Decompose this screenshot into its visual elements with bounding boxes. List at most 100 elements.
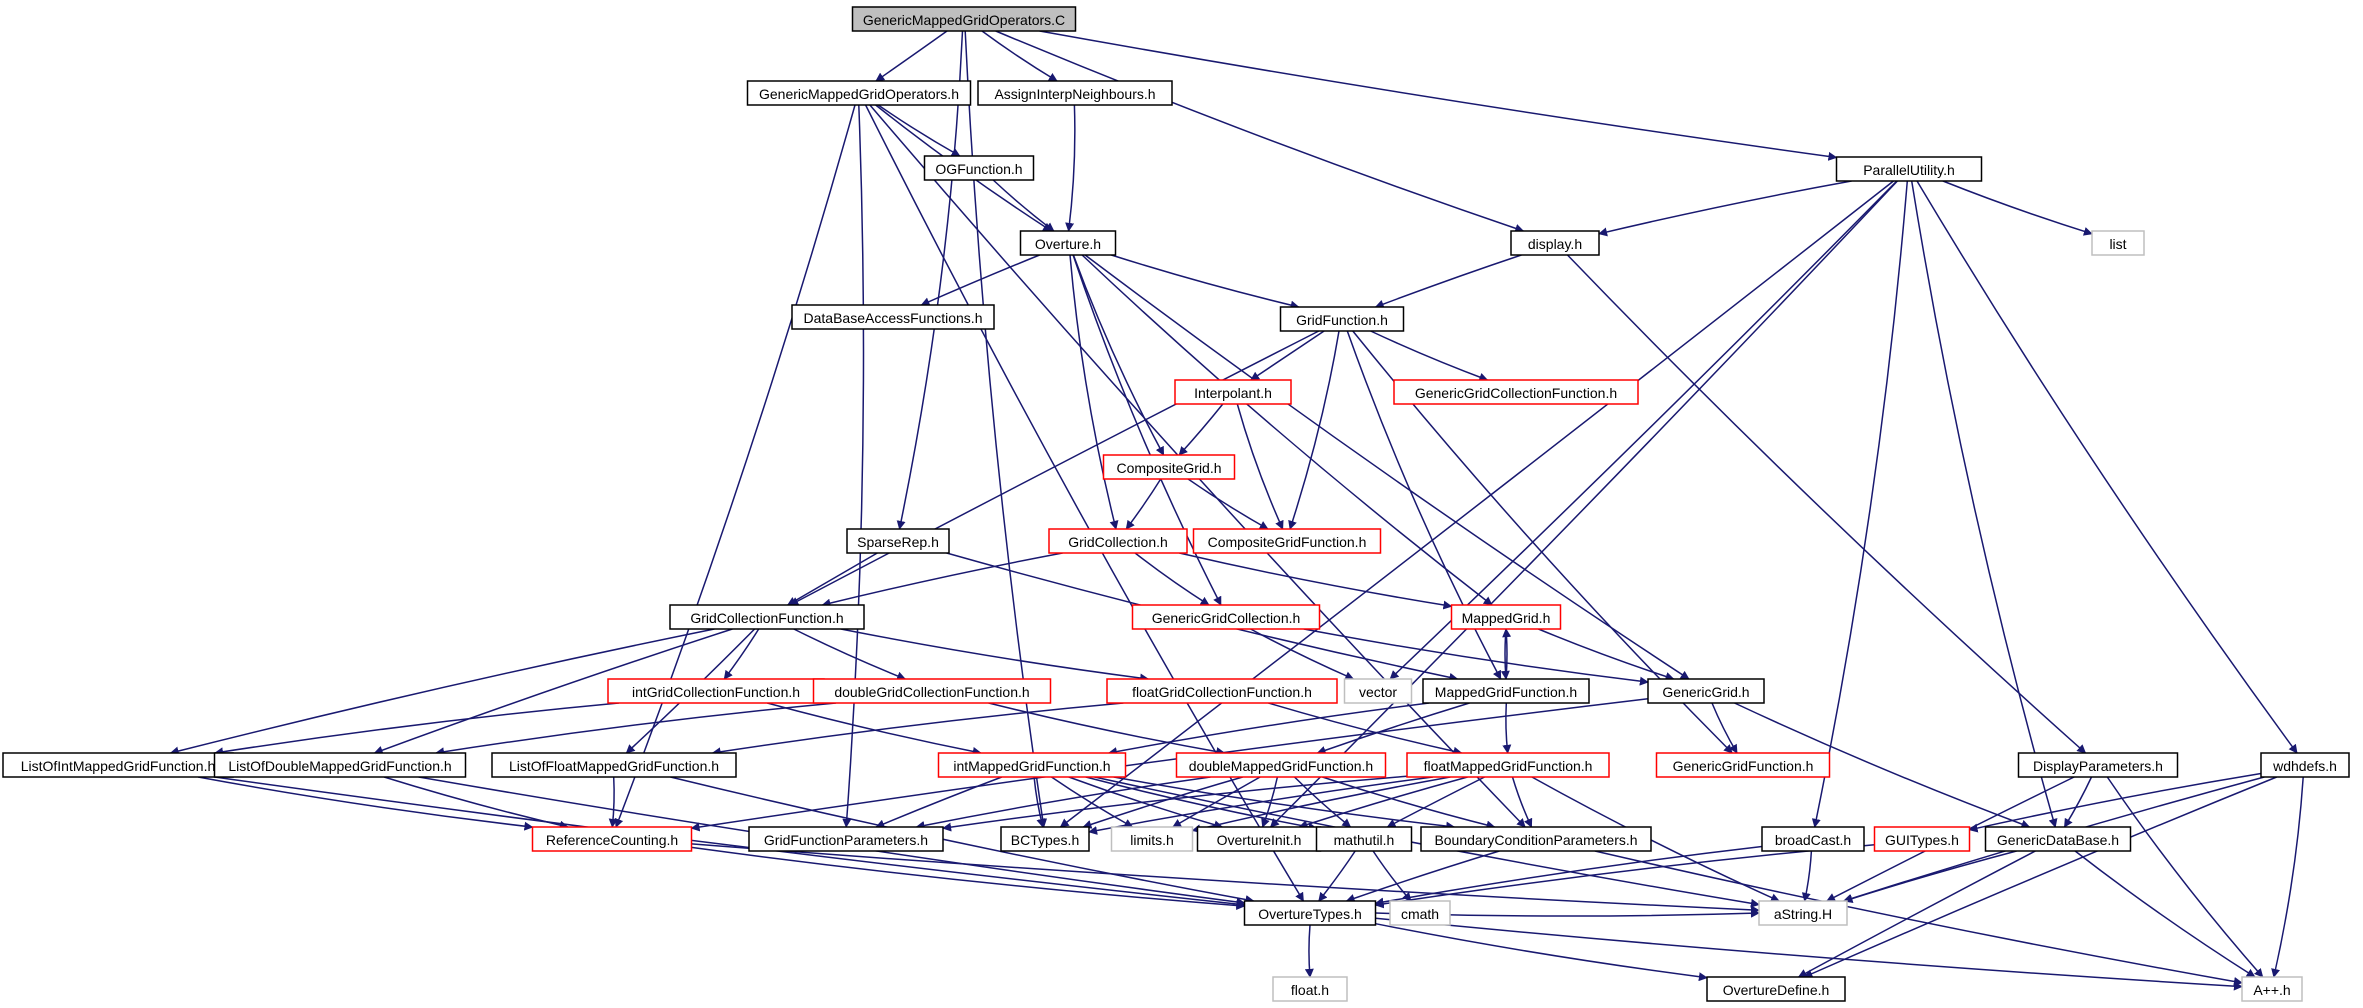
node-box bbox=[1758, 900, 1848, 926]
node-dgcf[interactable]: doubleGridCollectionFunction.h bbox=[812, 678, 1052, 704]
node-label: limits.h bbox=[1130, 832, 1174, 848]
node-label: floatMappedGridFunction.h bbox=[1424, 758, 1593, 774]
node-ogf[interactable]: OGFunction.h bbox=[923, 155, 1035, 181]
node-list[interactable]: list bbox=[2091, 230, 2145, 256]
node-box bbox=[846, 528, 950, 554]
edge-gcf-to-igcf bbox=[723, 628, 760, 680]
node-cmath[interactable]: cmath bbox=[1389, 900, 1451, 926]
node-vector[interactable]: vector bbox=[1343, 678, 1413, 704]
node-gdb[interactable]: GenericDataBase.h bbox=[1984, 826, 2132, 852]
node-igcf[interactable]: intGridCollectionFunction.h bbox=[607, 678, 825, 704]
node-odef[interactable]: OvertureDefine.h bbox=[1706, 976, 1846, 1002]
node-overture[interactable]: Overture.h bbox=[1019, 230, 1117, 256]
node-gfp[interactable]: GridFunctionParameters.h bbox=[748, 826, 944, 852]
node-label: Interpolant.h bbox=[1194, 385, 1272, 401]
node-label: OGFunction.h bbox=[935, 161, 1022, 177]
node-gmgo_h[interactable]: GenericMappedGridOperators.h bbox=[746, 80, 972, 106]
node-lodmgf[interactable]: ListOfDoubleMappedGridFunction.h bbox=[213, 752, 467, 778]
node-interp[interactable]: Interpolant.h bbox=[1174, 379, 1292, 405]
node-astring[interactable]: aString.H bbox=[1758, 900, 1848, 926]
node-label: GridCollectionFunction.h bbox=[690, 610, 843, 626]
node-otypes[interactable]: OvertureTypes.h bbox=[1243, 900, 1377, 926]
node-sparse[interactable]: SparseRep.h bbox=[846, 528, 950, 554]
node-pu[interactable]: ParallelUtility.h bbox=[1835, 156, 1983, 182]
node-label: aString.H bbox=[1774, 906, 1832, 922]
node-ggc[interactable]: GenericGridCollection.h bbox=[1131, 604, 1321, 630]
edge-wdh-to-app bbox=[2271, 776, 2304, 978]
node-box bbox=[1019, 230, 1117, 256]
node-dmgf[interactable]: doubleMappedGridFunction.h bbox=[1175, 752, 1387, 778]
edge-gf-to-mgf bbox=[1346, 330, 1502, 680]
edge-pu-to-list bbox=[1942, 180, 2093, 236]
node-cgf[interactable]: CompositeGridFunction.h bbox=[1192, 528, 1382, 554]
node-box bbox=[1110, 826, 1194, 852]
edge-gdb-to-astring bbox=[1843, 850, 2017, 903]
node-box bbox=[977, 80, 1173, 106]
node-bct[interactable]: BCTypes.h bbox=[1000, 826, 1090, 852]
node-ain[interactable]: AssignInterpNeighbours.h bbox=[977, 80, 1173, 106]
node-box bbox=[791, 304, 995, 330]
node-ggf[interactable]: GenericGridFunction.h bbox=[1655, 752, 1831, 778]
node-box bbox=[1655, 752, 1831, 778]
node-label: wdhdefs.h bbox=[2272, 758, 2337, 774]
edge-gcf-to-fgcf bbox=[840, 628, 1150, 683]
node-label: doubleMappedGridFunction.h bbox=[1189, 758, 1373, 774]
node-root[interactable]: GenericMappedGridOperators.C bbox=[851, 6, 1077, 32]
node-oinit[interactable]: OvertureInit.h bbox=[1196, 826, 1322, 852]
node-label: BoundaryConditionParameters.h bbox=[1434, 832, 1637, 848]
node-dp[interactable]: DisplayParameters.h bbox=[2017, 752, 2179, 778]
node-bcast[interactable]: broadCast.h bbox=[1761, 826, 1865, 852]
node-box bbox=[669, 604, 865, 630]
node-mg[interactable]: MappedGrid.h bbox=[1450, 604, 1562, 630]
edge-imgf-to-gfp bbox=[875, 776, 1003, 829]
node-fgcf[interactable]: floatGridCollectionFunction.h bbox=[1106, 678, 1338, 704]
node-floath[interactable]: float.h bbox=[1272, 976, 1348, 1002]
node-box bbox=[491, 752, 737, 778]
edge-pu-to-oinit bbox=[1269, 180, 1898, 828]
node-gf[interactable]: GridFunction.h bbox=[1279, 306, 1405, 332]
edge-cg-to-cgf bbox=[1187, 478, 1269, 530]
node-bcp[interactable]: BoundaryConditionParameters.h bbox=[1420, 826, 1652, 852]
node-box bbox=[1450, 604, 1562, 630]
node-label: ListOfIntMappedGridFunction.h bbox=[21, 758, 216, 774]
edge-loimgf-to-otypes bbox=[214, 776, 1246, 909]
edge-imgf-to-limits bbox=[1051, 776, 1134, 828]
edge-dp-to-app bbox=[2106, 776, 2264, 978]
node-label: display.h bbox=[1528, 236, 1582, 252]
node-app[interactable]: A++.h bbox=[2241, 976, 2303, 1002]
node-gg[interactable]: GenericGrid.h bbox=[1647, 678, 1765, 704]
node-limits[interactable]: limits.h bbox=[1110, 826, 1194, 852]
node-label: ParallelUtility.h bbox=[1863, 162, 1955, 178]
node-gui[interactable]: GUITypes.h bbox=[1873, 826, 1971, 852]
edge-pu-to-bcast bbox=[1811, 180, 1909, 828]
node-ggcf[interactable]: GenericGridCollectionFunction.h bbox=[1393, 379, 1639, 405]
edge-root-to-display bbox=[995, 30, 1525, 233]
node-loimgf[interactable]: ListOfIntMappedGridFunction.h bbox=[2, 752, 234, 778]
edge-cg-to-gc bbox=[1125, 478, 1162, 530]
node-gcf[interactable]: GridCollectionFunction.h bbox=[669, 604, 865, 630]
edge-ain-to-overture bbox=[1065, 104, 1076, 232]
node-box bbox=[851, 6, 1077, 32]
node-wdh[interactable]: wdhdefs.h bbox=[2260, 752, 2350, 778]
edge-bcp-to-app bbox=[1594, 850, 2243, 986]
node-mathutil[interactable]: mathutil.h bbox=[1315, 826, 1413, 852]
node-box bbox=[1106, 678, 1338, 704]
node-cg[interactable]: CompositeGrid.h bbox=[1102, 454, 1236, 480]
node-label: float.h bbox=[1291, 982, 1329, 998]
node-label: intGridCollectionFunction.h bbox=[632, 684, 800, 700]
edge-gcf-to-dgcf bbox=[793, 628, 907, 681]
node-imgf[interactable]: intMappedGridFunction.h bbox=[937, 752, 1127, 778]
edge-gg-to-refc bbox=[690, 698, 1649, 832]
edge-display-to-gf bbox=[1374, 254, 1522, 309]
node-gc[interactable]: GridCollection.h bbox=[1048, 528, 1188, 554]
node-label: GenericGrid.h bbox=[1662, 684, 1749, 700]
edge-dmgf-to-bcp bbox=[1322, 776, 1496, 830]
node-display[interactable]: display.h bbox=[1510, 230, 1600, 256]
node-box bbox=[1048, 528, 1188, 554]
node-refc[interactable]: ReferenceCounting.h bbox=[531, 826, 693, 852]
node-lofmgf[interactable]: ListOfFloatMappedGridFunction.h bbox=[491, 752, 737, 778]
node-dbaf[interactable]: DataBaseAccessFunctions.h bbox=[791, 304, 995, 330]
node-fmgf[interactable]: floatMappedGridFunction.h bbox=[1406, 752, 1610, 778]
node-mgf[interactable]: MappedGridFunction.h bbox=[1422, 678, 1590, 704]
edge-gmgo_h-to-gfp bbox=[842, 104, 865, 828]
